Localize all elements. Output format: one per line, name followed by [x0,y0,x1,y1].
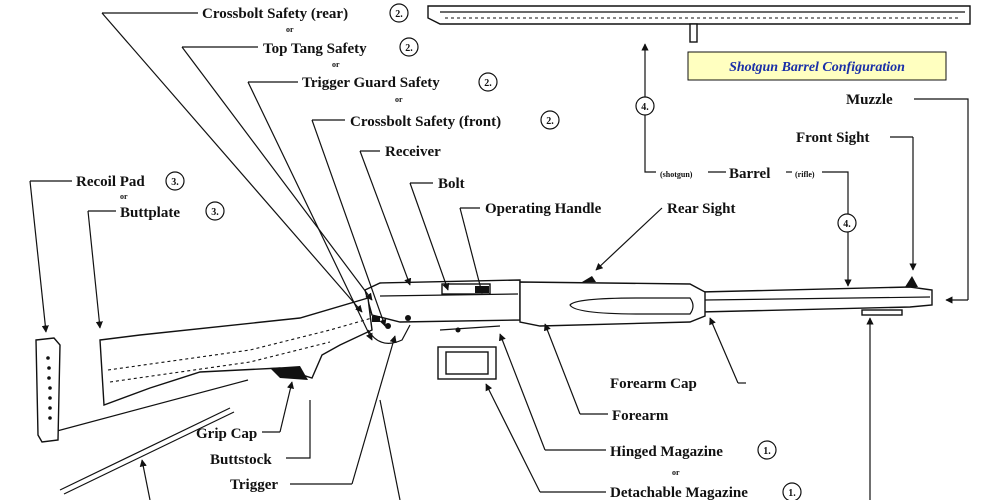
badge-buttplate: 3. [205,201,225,221]
label-barrel-rifle: (rifle) [795,170,815,179]
label-crossbolt-front: Crossbolt Safety (front) [350,114,501,130]
rifle-drawing [35,276,933,495]
svg-text:2.: 2. [405,43,413,54]
label-grip-cap: Grip Cap [196,426,257,442]
label-rear-sight: Rear Sight [667,201,735,217]
badge-recoil-pad: 3. [165,171,185,191]
badge-crossbolt-rear: 2. [389,3,409,23]
label-trigger: Trigger [230,477,278,493]
title-box [687,51,947,81]
leader-lines [29,12,969,500]
label-front-sight: Front Sight [796,130,869,146]
or-3: or [395,95,403,104]
badge-detachable-magazine: 1. [782,482,802,500]
label-hinged-magazine: Hinged Magazine [610,444,723,460]
svg-text:1.: 1. [788,488,796,499]
label-detachable-magazine: Detachable Magazine [610,485,748,500]
label-recoil-pad: Recoil Pad [76,174,145,190]
svg-text:3.: 3. [211,207,219,218]
label-receiver: Receiver [385,144,441,160]
svg-text:4.: 4. [843,219,851,230]
shotgun-barrel-drawing [427,5,971,43]
or-2: or [332,60,340,69]
or-1: or [286,25,294,34]
label-forearm: Forearm [612,408,669,424]
title-box-text: Shotgun Barrel Configuration [729,60,905,75]
label-buttstock: Buttstock [210,452,272,468]
svg-text:3.: 3. [171,177,179,188]
label-barrel-shotgun: (shotgun) [660,170,693,179]
label-crossbolt-rear: Crossbolt Safety (rear) [202,6,348,22]
svg-text:2.: 2. [395,9,403,20]
label-buttplate: Buttplate [120,205,180,221]
label-operating-handle: Operating Handle [485,201,602,217]
svg-text:4.: 4. [641,102,649,113]
label-barrel: Barrel [729,166,770,182]
badge-trigger-guard: 2. [478,72,498,92]
label-bolt: Bolt [438,176,465,192]
label-muzzle: Muzzle [846,92,893,108]
badge-top-tang: 2. [399,37,419,57]
svg-text:2.: 2. [484,78,492,89]
label-trigger-guard-safety: Trigger Guard Safety [302,75,440,91]
badge-shotgun-barrel: 4. [635,96,655,116]
or-4: or [120,192,128,201]
svg-text:1.: 1. [763,446,771,457]
badge-hinged-magazine: 1. [757,440,777,460]
label-top-tang: Top Tang Safety [263,41,367,57]
svg-text:2.: 2. [546,116,554,127]
or-5: or [672,468,680,477]
badge-crossbolt-front: 2. [540,110,560,130]
label-forearm-cap: Forearm Cap [610,376,697,392]
badge-rifle-barrel: 4. [837,213,857,233]
